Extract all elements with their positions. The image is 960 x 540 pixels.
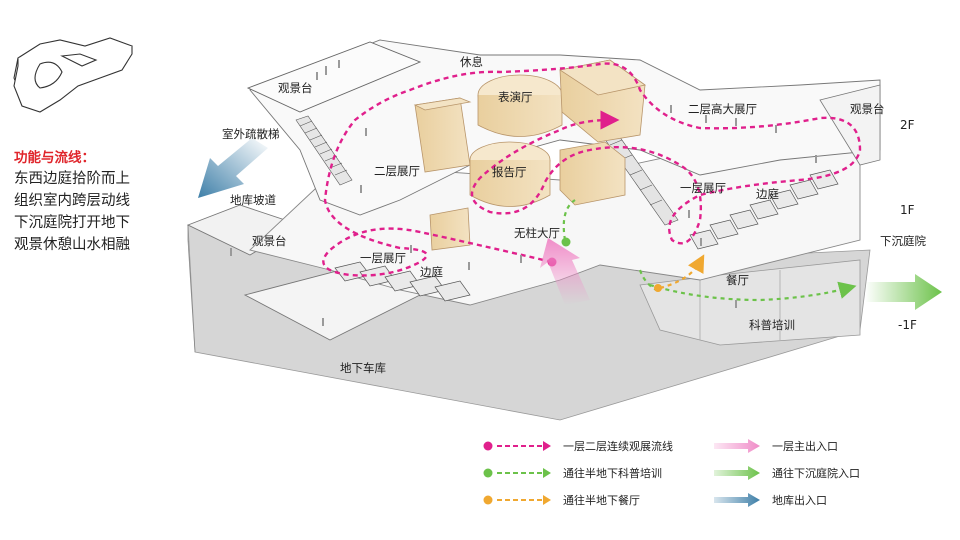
level-2f: 2F — [900, 118, 915, 132]
wood-volumes — [413, 59, 646, 251]
legend-label: 通往半地下科普培训 — [563, 467, 662, 480]
legend-item: 通往半地下餐厅 — [483, 492, 640, 508]
pink-gradient-arrow-icon — [714, 439, 760, 453]
main-entrance-arrow — [540, 238, 590, 305]
blue-gradient-arrow-icon — [714, 493, 760, 507]
legend-item: 一层二层连续观展流线 — [483, 438, 673, 454]
legend-label: 一层主出入口 — [772, 440, 838, 453]
orange-dashed-arrow-icon — [483, 495, 551, 505]
description-line: 下沉庭院打开地下 — [14, 215, 130, 231]
label-science-training: 科普培训 — [749, 318, 795, 332]
outdoor-stair-west — [295, 115, 353, 186]
functions-title: 功能与流线： — [14, 150, 95, 166]
label-outdoor-stair: 室外疏散梯 — [222, 127, 280, 141]
legend-label: 地库出入口 — [772, 494, 827, 507]
label-lecture-hall: 报告厅 — [492, 165, 527, 179]
garage-entrance-arrow — [198, 138, 268, 198]
science-training-flow — [562, 199, 848, 302]
legend-item: 通往下沉庭院入口 — [712, 465, 860, 481]
green-dashed-arrow-icon — [483, 468, 551, 478]
label-first-gallery-west: 一层展厅 — [360, 251, 406, 265]
legend-label: 一层二层连续观展流线 — [563, 440, 673, 453]
level-1f: 1F — [900, 203, 915, 217]
label-underground-garage: 地下车库 — [340, 361, 386, 375]
label-columnless-hall: 无柱大厅 — [514, 226, 560, 240]
label-rest: 休息 — [460, 55, 483, 69]
label-performance-hall: 表演厅 — [498, 90, 533, 104]
label-sunken-courtyard: 下沉庭院 — [880, 234, 926, 248]
legend-item: 地库出入口 — [712, 492, 827, 508]
functions-description: 东西边庭拾阶而上 组织室内跨层动线 下沉庭院打开地下 观景休憩山水相融 — [14, 168, 130, 256]
science-flow-start-dot — [561, 237, 571, 247]
people-figures — [230, 60, 817, 326]
east-side-court-steps — [689, 169, 839, 250]
key-plan-thumbnail — [13, 37, 133, 113]
legend-label: 通往下沉庭院入口 — [772, 467, 860, 480]
label-view-terrace-nw: 观景台 — [278, 81, 313, 95]
legend-label: 通往半地下餐厅 — [563, 494, 640, 507]
description-line: 观景休憩山水相融 — [14, 237, 130, 253]
label-restaurant: 餐厅 — [726, 273, 749, 287]
level-b1: -1F — [898, 318, 917, 332]
restaurant-flow — [659, 254, 705, 290]
legend-item: 一层主出入口 — [712, 438, 838, 454]
label-view-terrace-ne: 观景台 — [850, 102, 885, 116]
label-second-gallery: 二层展厅 — [374, 164, 420, 178]
label-first-gallery-east: 一层展厅 — [680, 181, 726, 195]
sunken-courtyard-arrow — [865, 274, 942, 310]
legend-item: 通往半地下科普培训 — [483, 465, 662, 481]
label-view-terrace-w: 观景台 — [252, 234, 287, 248]
restaurant-flow-start-dot — [654, 284, 662, 292]
green-gradient-arrow-icon — [714, 466, 760, 480]
label-second-high-gallery: 二层高大展厅 — [688, 102, 757, 116]
west-side-court-steps — [334, 261, 471, 302]
label-side-court-east: 边庭 — [756, 187, 779, 201]
description-line: 组织室内跨层动线 — [14, 193, 130, 209]
magenta-dashed-arrow-icon — [483, 441, 551, 451]
label-garage-ramp: 地库坡道 — [230, 193, 276, 207]
northwest-terrace — [246, 41, 422, 113]
exhibition-flow-route — [322, 62, 862, 277]
description-line: 东西边庭拾阶而上 — [14, 171, 130, 187]
label-side-court-west: 边庭 — [420, 265, 443, 279]
